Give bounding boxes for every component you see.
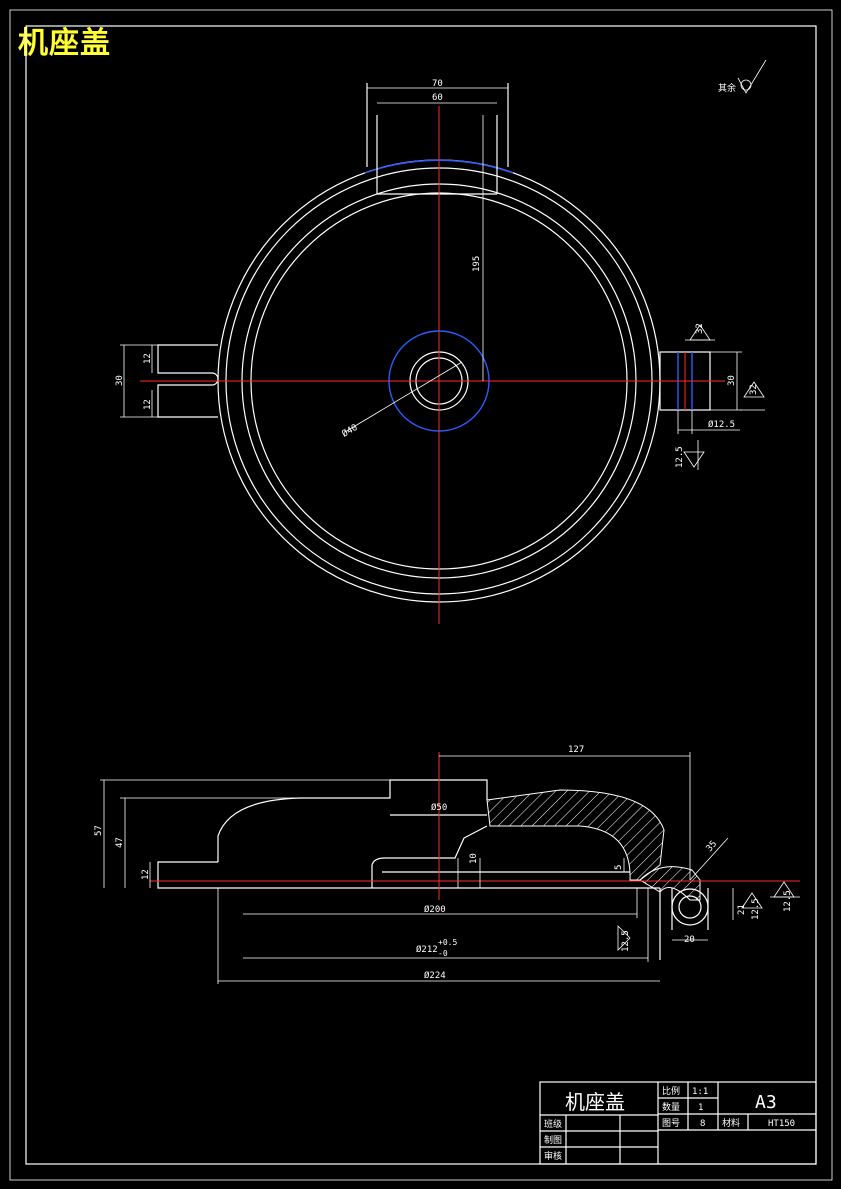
outer-border xyxy=(9,9,833,1181)
dim-70: 70 xyxy=(432,79,443,89)
dim-12: 12 xyxy=(141,869,151,880)
dim-phi50: Ø50 xyxy=(431,802,447,813)
dim-32-right: 32 xyxy=(749,384,759,395)
dim-21: 21 xyxy=(737,904,747,915)
tb-name: 机座盖 xyxy=(565,1090,625,1114)
tol-upper: +0.5 xyxy=(438,938,457,947)
inner-border xyxy=(25,25,817,1165)
dim-12-5-top: 12.5 xyxy=(675,446,685,468)
tb-paper-size: A3 xyxy=(755,1092,777,1113)
section-hatch xyxy=(486,789,665,881)
tb-drawn-label: 制图 xyxy=(544,1134,562,1146)
drawing-title: 机座盖 xyxy=(18,26,111,61)
top-view: 70 60 195 Ø40 30 12 12 30 32 32 Ø12.5 xyxy=(115,79,765,624)
dim-phi200: Ø200 xyxy=(424,904,446,915)
roughness-symbol-icon xyxy=(737,59,767,94)
left-lug xyxy=(157,344,219,418)
dim-12-b: 12 xyxy=(143,399,153,410)
tb-checked-label: 审核 xyxy=(544,1150,562,1162)
dim-phi224: Ø224 xyxy=(424,970,446,981)
dim-10: 10 xyxy=(469,853,479,864)
dim-phi212: Ø212 xyxy=(416,944,438,955)
dim-5: 5 xyxy=(614,865,624,870)
roughness-note: 其余 xyxy=(718,82,736,94)
dim-30-left: 30 xyxy=(115,375,125,386)
dim-phi12-5: Ø12.5 xyxy=(708,419,735,430)
dim-12-5-a: 12.5 xyxy=(621,930,631,952)
tb-drawing-no-value: 8 xyxy=(700,1119,705,1129)
dim-r35: 35 xyxy=(705,839,720,854)
dim-12-5-b: 12.5 xyxy=(751,898,761,920)
tb-drawing-no-label: 图号 xyxy=(662,1118,680,1129)
title-block: 机座盖 比例 1:1 数量 1 图号 8 材料 HT150 A3 班级 制图 审… xyxy=(539,1081,817,1165)
tb-class-label: 班级 xyxy=(544,1118,562,1130)
dim-60: 60 xyxy=(432,93,443,103)
dim-57: 57 xyxy=(94,825,104,836)
dim-12-5-c: 12.5 xyxy=(783,890,793,912)
tb-qty-label: 数量 xyxy=(662,1101,680,1113)
dim-12-a: 12 xyxy=(143,353,153,364)
tb-scale-label: 比例 xyxy=(662,1085,680,1097)
dim-195: 195 xyxy=(472,256,482,272)
dim-20: 20 xyxy=(684,935,695,945)
dim-47: 47 xyxy=(115,837,125,848)
dim-30-right: 30 xyxy=(727,375,737,386)
dim-32-top: 32 xyxy=(695,323,705,334)
tb-qty-value: 1 xyxy=(698,1103,703,1113)
tb-material-value: HT150 xyxy=(768,1119,795,1129)
tb-scale-value: 1:1 xyxy=(692,1087,708,1097)
dim-127: 127 xyxy=(568,745,584,755)
front-view: 127 57 47 12 Ø50 10 5 Ø200 Ø212 +0.5 -0 … xyxy=(94,745,800,984)
tol-lower: -0 xyxy=(438,949,448,958)
tb-material-label: 材料 xyxy=(722,1117,740,1129)
